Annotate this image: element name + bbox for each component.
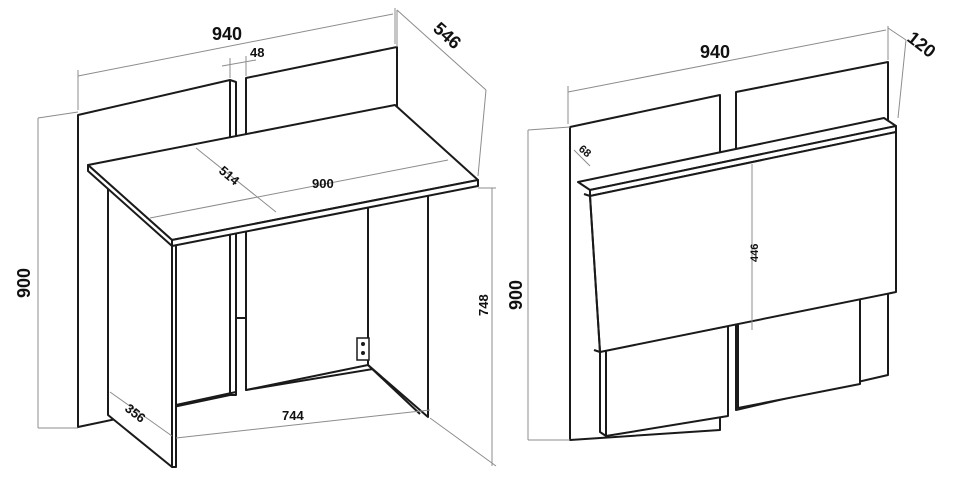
desk-top-side-edge — [87, 164, 173, 247]
label-width-left: 940 — [212, 24, 242, 44]
dim-line-width-right — [567, 26, 889, 124]
hinge-icon — [356, 337, 370, 361]
dim-line-shelf-depth — [573, 149, 591, 167]
label-flap-height: 446 — [749, 244, 761, 262]
label-leg-height: 748 — [476, 294, 491, 316]
label-gap: 48 — [250, 45, 264, 60]
modesty-panel — [245, 204, 369, 391]
dim-line-inner-width — [175, 409, 431, 439]
label-inner-width: 744 — [282, 408, 304, 423]
label-top-width: 900 — [312, 176, 334, 191]
hinge-screw-1 — [361, 342, 365, 346]
near-leg-front — [171, 235, 177, 468]
open-desk-view: 940 48 546 900 514 900 748 356 744 — [14, 8, 497, 468]
label-width-right: 940 — [700, 42, 730, 62]
label-height-right: 900 — [506, 280, 526, 310]
folded-desk-view: 940 120 68 900 446 — [506, 26, 940, 441]
back-panel-left-edge — [229, 79, 237, 396]
far-leg-edge — [367, 364, 421, 415]
dim-line-leg-depth — [109, 391, 173, 437]
dim-line-depth-right — [887, 27, 907, 119]
folded-flap-side — [583, 193, 601, 353]
dim-line-depth-left — [396, 9, 487, 177]
far-leg — [367, 189, 429, 418]
support-rail — [175, 391, 237, 406]
dim-line-height-right — [527, 126, 571, 441]
dim-line-gap — [221, 56, 257, 78]
dim-line-top-depth — [195, 147, 277, 213]
label-depth-right: 120 — [904, 27, 940, 61]
dim-line-top-width — [149, 159, 449, 219]
label-depth-left: 546 — [429, 18, 465, 53]
label-height-left: 900 — [14, 268, 34, 298]
dim-line-height-left — [37, 111, 79, 429]
dim-line-leg-height — [429, 187, 497, 467]
hinge-screw-2 — [361, 351, 365, 355]
dim-line-width-left — [77, 8, 396, 110]
